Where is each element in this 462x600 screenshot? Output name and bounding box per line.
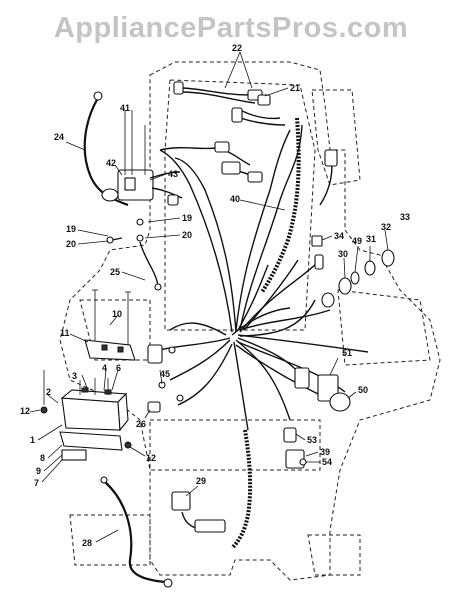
module-51	[317, 374, 339, 402]
callout-43: 43	[168, 169, 178, 179]
callout-10: 10	[112, 309, 122, 319]
tractor-outline	[59, 61, 441, 581]
seat-switch-29	[171, 491, 226, 533]
solenoid	[101, 110, 183, 242]
callout-11: 11	[60, 328, 70, 338]
connector-34	[311, 235, 323, 247]
terminal-21a	[173, 81, 184, 95]
lens-33	[381, 249, 395, 267]
ignition-wire-21	[173, 81, 286, 126]
callout-9: 9	[36, 466, 41, 476]
callout-19b: 19	[182, 213, 192, 223]
callout-20b: 20	[182, 230, 192, 240]
callout-49: 49	[352, 236, 362, 246]
wire-conduit-upper	[260, 117, 301, 294]
callout-40: 40	[230, 194, 240, 204]
callout-39: 39	[320, 447, 330, 457]
callout-19a: 19	[66, 224, 76, 234]
socket-30a	[321, 292, 335, 308]
ring-49	[350, 271, 360, 285]
headlight-components	[311, 235, 395, 308]
callout-20a: 20	[66, 239, 76, 249]
callout-3: 3	[72, 371, 77, 381]
leader-lines	[29, 51, 389, 543]
callout-22: 22	[232, 43, 242, 53]
callout-32: 32	[381, 222, 391, 232]
callout-33: 33	[400, 212, 410, 222]
callout-6: 6	[116, 363, 121, 373]
callout-21: 21	[290, 83, 300, 93]
cable-28	[100, 476, 173, 588]
callout-1: 1	[30, 435, 35, 445]
part-50	[329, 392, 351, 412]
battery-bracket	[84, 339, 136, 361]
callout-31: 31	[366, 234, 376, 244]
callout-29: 29	[196, 476, 206, 486]
screws	[40, 370, 132, 449]
wiring-harness	[159, 124, 369, 431]
callout-51: 51	[342, 348, 352, 358]
watermark: AppliancePartsPros.com	[53, 12, 409, 44]
connectors-45-26	[147, 344, 184, 413]
components-53-39-54	[283, 427, 307, 469]
callout-54: 54	[322, 457, 332, 467]
callout-8: 8	[40, 453, 45, 463]
terminal-21c	[257, 94, 271, 106]
callout-labels: 22 21 40 41 24 42 43 19 20 19 20 25 10 1…	[20, 43, 410, 548]
ground-wire-25	[106, 236, 162, 291]
battery	[59, 387, 129, 461]
lamp-31	[364, 260, 376, 276]
callout-34: 34	[334, 231, 344, 241]
callout-45: 45	[160, 369, 170, 379]
components-51-50	[294, 367, 351, 412]
callout-7: 7	[34, 478, 39, 488]
callout-30: 30	[338, 249, 348, 259]
callout-50: 50	[358, 385, 368, 395]
terminal-21d	[231, 107, 243, 123]
callout-26: 26	[136, 419, 146, 429]
callout-28: 28	[82, 538, 92, 548]
callout-2: 2	[46, 387, 51, 397]
socket-30	[338, 277, 352, 295]
wire-conduit-lower	[230, 429, 253, 550]
callout-53: 53	[307, 435, 317, 445]
callout-12a: 12	[20, 406, 30, 416]
callout-4: 4	[102, 363, 107, 373]
callout-41: 41	[120, 103, 130, 113]
harness-connectors-left	[159, 141, 338, 206]
hold-down-rods	[92, 289, 131, 352]
callout-42: 42	[106, 158, 116, 168]
callout-25: 25	[110, 267, 120, 277]
callout-12b: 12	[146, 453, 156, 463]
callout-24: 24	[54, 132, 64, 142]
